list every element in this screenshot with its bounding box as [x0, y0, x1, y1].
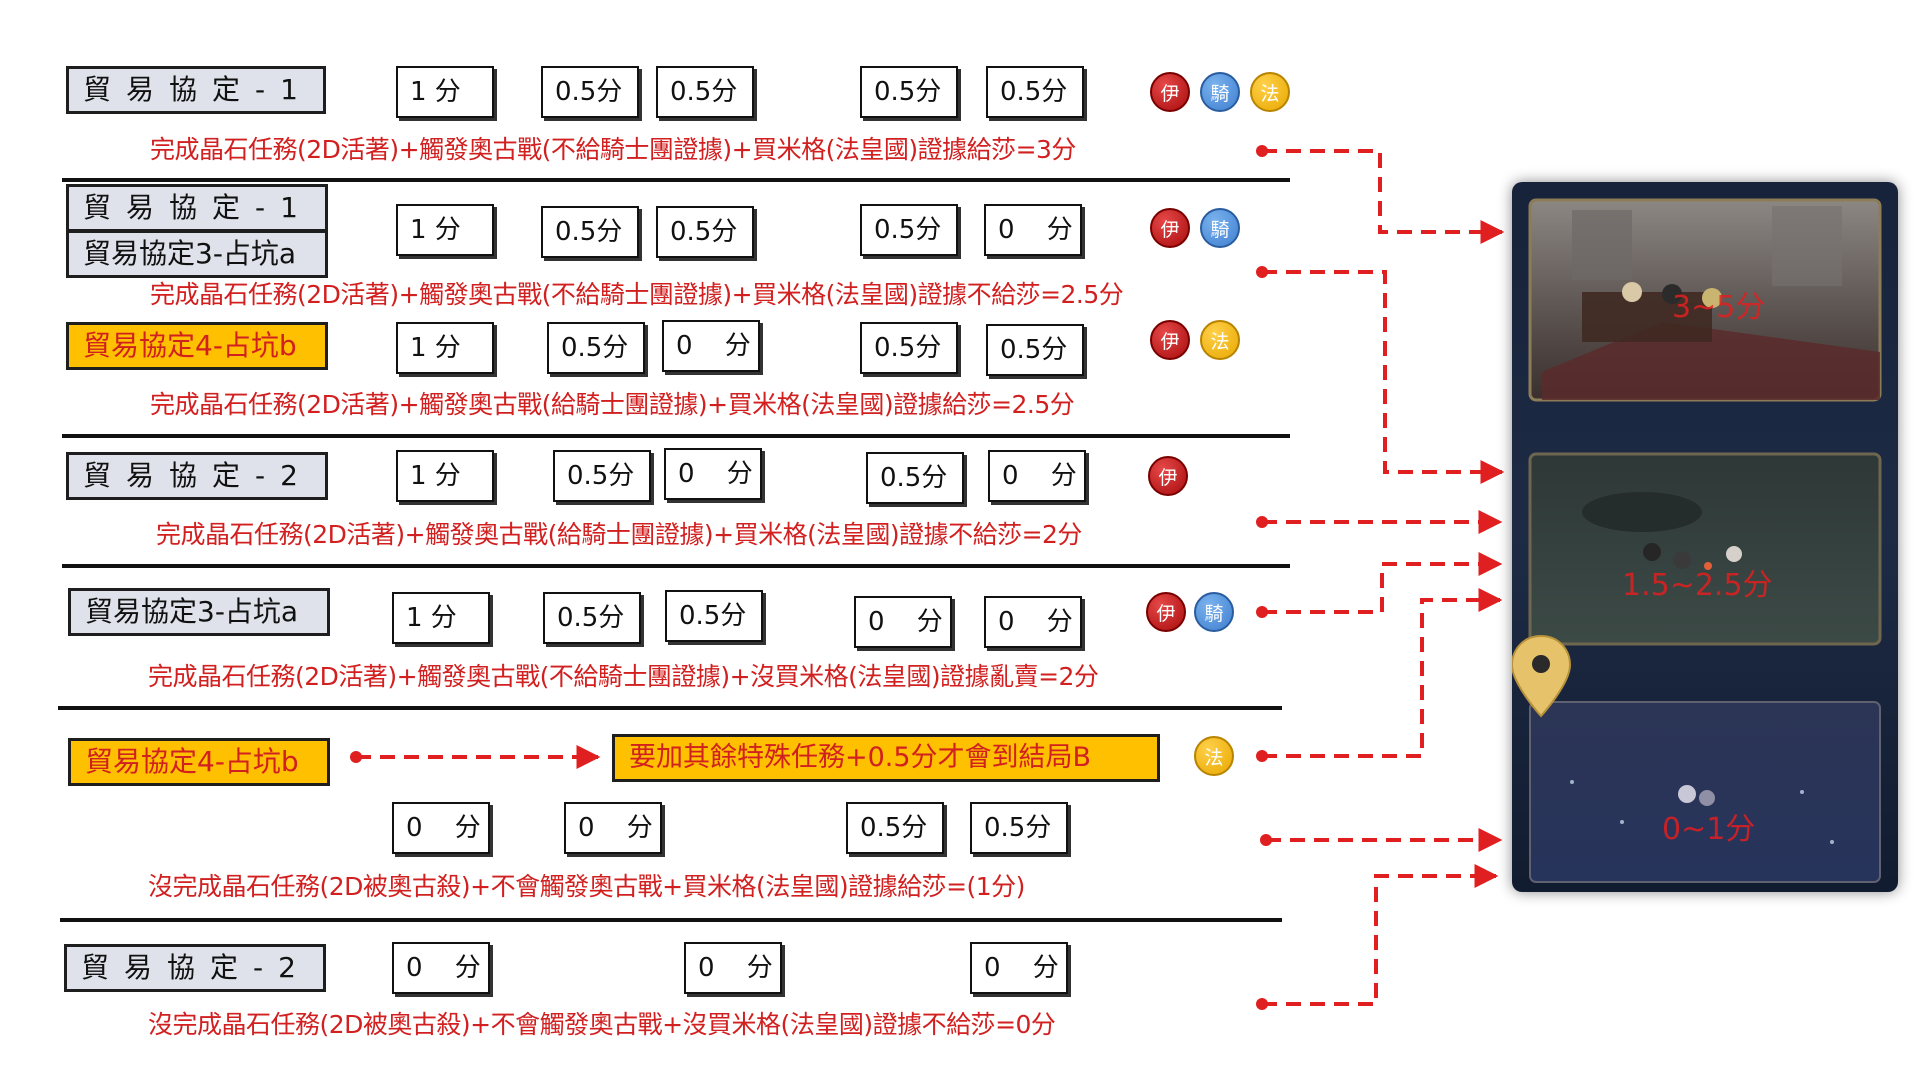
row-0-description: 完成晶石任務(2D活著)+觸發奧古戰(不給騎士團證據)+買米格(法皇國)證據給莎… [150, 135, 1076, 164]
row-3-description: 完成晶石任務(2D活著)+觸發奧古戰(給騎士團證據)+買米格(法皇國)證據不給莎… [156, 520, 1082, 549]
row-0-score-3: 0.5分 [860, 66, 958, 118]
connector-row-4 [1262, 552, 1503, 614]
row-separator [60, 918, 1282, 922]
row-3-score-0: 1 分 [396, 450, 494, 502]
map-pin-icon [1512, 634, 1572, 718]
row-0-label-0: 貿易協定-1 [66, 66, 326, 114]
row-1-score-3: 0.5分 [860, 204, 958, 256]
row-1-description: 完成晶石任務(2D活著)+觸發奧古戰(不給騎士團證據)+買米格(法皇國)證據不給… [150, 280, 1124, 309]
ending-scenes-art [1528, 198, 1882, 883]
row-3-label-0: 貿易協定-2 [66, 452, 328, 500]
row-6-score-2: 0 分 [970, 942, 1068, 994]
row-3-score-2: 0 分 [664, 448, 762, 500]
row-2-score-2: 0 分 [662, 320, 760, 372]
row-4-score-3: 0 分 [854, 596, 952, 648]
row-0-score-4: 0.5分 [986, 66, 1084, 118]
row-1-score-2: 0.5分 [656, 206, 754, 258]
row-5-score-2: 0.5分 [846, 802, 944, 854]
row-2-score-1: 0.5分 [547, 322, 645, 374]
row-1-label-0: 貿易協定-1 [66, 184, 328, 232]
row-6-label-0: 貿易協定-2 [64, 944, 326, 992]
row-5-description: 沒完成晶石任務(2D被奧古殺)+不會觸發奧古戰+買米格(法皇國)證據給莎=(1分… [148, 872, 1025, 901]
ending-c-score-range: 0~1分 [1662, 812, 1756, 847]
row-1-score-4: 0 分 [984, 204, 1082, 256]
row-separator [62, 434, 1290, 438]
badge-yi: 伊 [1146, 592, 1186, 632]
row-4-score-2: 0.5分 [665, 590, 763, 642]
row-0-score-1: 0.5分 [541, 66, 639, 118]
row-1-score-0: 1 分 [396, 204, 494, 256]
badge-fa: 法 [1200, 320, 1240, 360]
row-2-score-0: 1 分 [396, 322, 494, 374]
row-separator [58, 706, 1282, 710]
badge-qi: 騎 [1200, 208, 1240, 248]
ending-a-score-range: 3~5分 [1672, 290, 1766, 325]
row-2-label-0: 貿易協定4-占坑b [66, 322, 328, 370]
badge-qi: 騎 [1194, 592, 1234, 632]
row-separator [62, 178, 1290, 182]
row-3-score-3: 0.5分 [866, 452, 964, 504]
badge-yi: 伊 [1150, 320, 1190, 360]
connector-row-1 [1262, 270, 1505, 484]
row-2-description: 完成晶石任務(2D活著)+觸發奧古戰(給騎士團證據)+買米格(法皇國)證據給莎=… [150, 390, 1075, 419]
row-2-score-3: 0.5分 [860, 322, 958, 374]
badge-yi: 伊 [1148, 456, 1188, 496]
row-6-score-0: 0 分 [392, 942, 490, 994]
row-3-score-4: 0 分 [988, 450, 1086, 502]
row-1-label-1: 貿易協定3-占坑a [66, 230, 328, 278]
badge-yi: 伊 [1150, 208, 1190, 248]
row-6-description: 沒完成晶石任務(2D被奧古殺)+不會觸發奧古戰+沒買米格(法皇國)證據不給莎=0… [148, 1010, 1056, 1039]
row-2-score-4: 0.5分 [986, 324, 1084, 376]
row-5-score-0: 0 分 [392, 802, 490, 854]
row-3-score-1: 0.5分 [553, 450, 651, 502]
row-1-score-1: 0.5分 [541, 206, 639, 258]
row-4-score-0: 1 分 [392, 592, 490, 644]
row-5-label-0: 貿易協定4-占坑b [68, 738, 330, 786]
ending-b-note: 要加其餘特殊任務+0.5分才會到結局B [612, 734, 1160, 782]
row-0-score-0: 1 分 [396, 66, 494, 118]
row-5-score-1: 0 分 [564, 802, 662, 854]
badge-yi: 伊 [1150, 72, 1190, 112]
row-6-score-1: 0 分 [684, 942, 782, 994]
badge-fa: 法 [1194, 736, 1234, 776]
connector-row-6 [1262, 864, 1499, 1006]
badge-qi: 騎 [1200, 72, 1240, 112]
connector-row-0 [1262, 149, 1505, 244]
connector-row-5 [1262, 588, 1503, 758]
row-4-score-1: 0.5分 [543, 592, 641, 644]
row-5-score-3: 0.5分 [970, 802, 1068, 854]
row-4-description: 完成晶石任務(2D活著)+觸發奧古戰(不給騎士團證據)+沒買米格(法皇國)證據亂… [148, 662, 1099, 691]
row-separator [62, 564, 1290, 568]
row-4-score-4: 0 分 [984, 596, 1082, 648]
row-0-score-2: 0.5分 [656, 66, 754, 118]
badge-fa: 法 [1250, 72, 1290, 112]
row-4-label-0: 貿易協定3-占坑a [68, 588, 330, 636]
ending-scenes-panel: 3~5分 1.5~2.5分 0~1分 [1512, 182, 1898, 892]
ending-b-score-range: 1.5~2.5分 [1622, 568, 1773, 603]
